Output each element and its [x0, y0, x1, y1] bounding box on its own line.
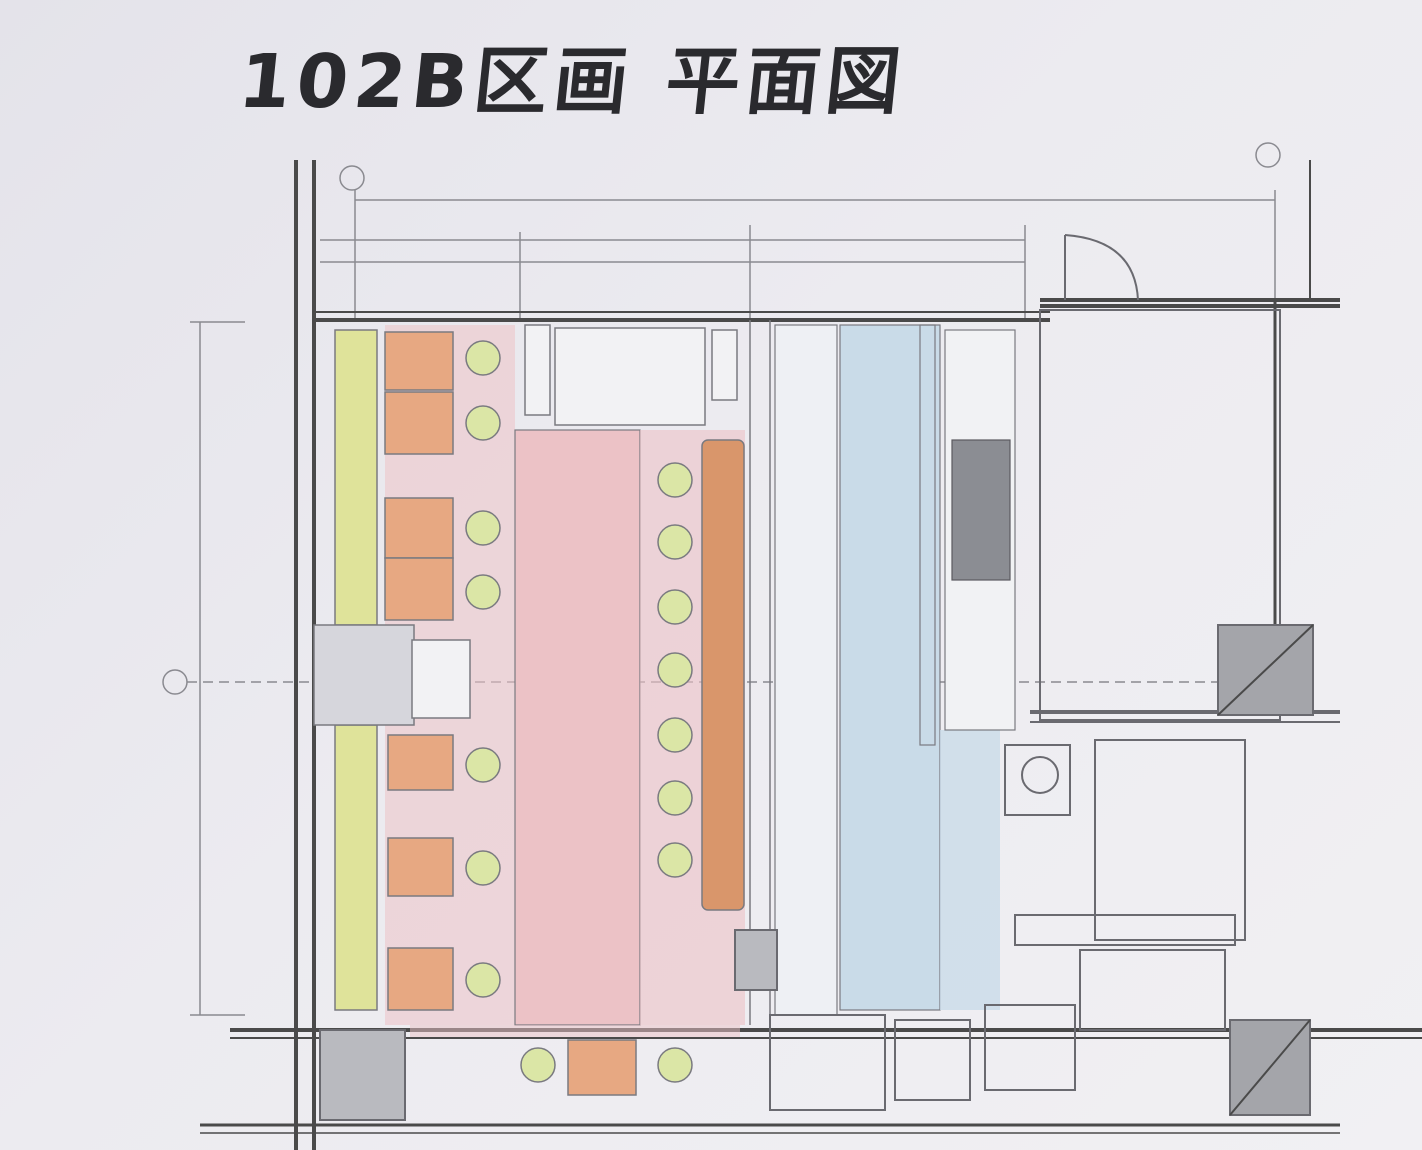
- back-rooms: [319, 309, 1340, 1121]
- dimension-lines-top: [320, 190, 1276, 320]
- grid-marker-b: [1255, 142, 1281, 168]
- door-swing-icon: [1064, 234, 1139, 301]
- bottom-wall: [200, 1123, 1340, 1134]
- grid-marker-c: [162, 669, 188, 695]
- stools: [465, 340, 693, 1083]
- bar-counter: [701, 439, 745, 911]
- interior-partitions: [313, 320, 771, 1025]
- kitchen-area: [774, 324, 1016, 1016]
- equipment-top: [524, 324, 738, 426]
- bench-seating: [334, 329, 378, 1011]
- dimension-lines-left: [190, 321, 245, 1016]
- table-seats: [384, 331, 637, 1096]
- grid-marker-a: [339, 165, 365, 191]
